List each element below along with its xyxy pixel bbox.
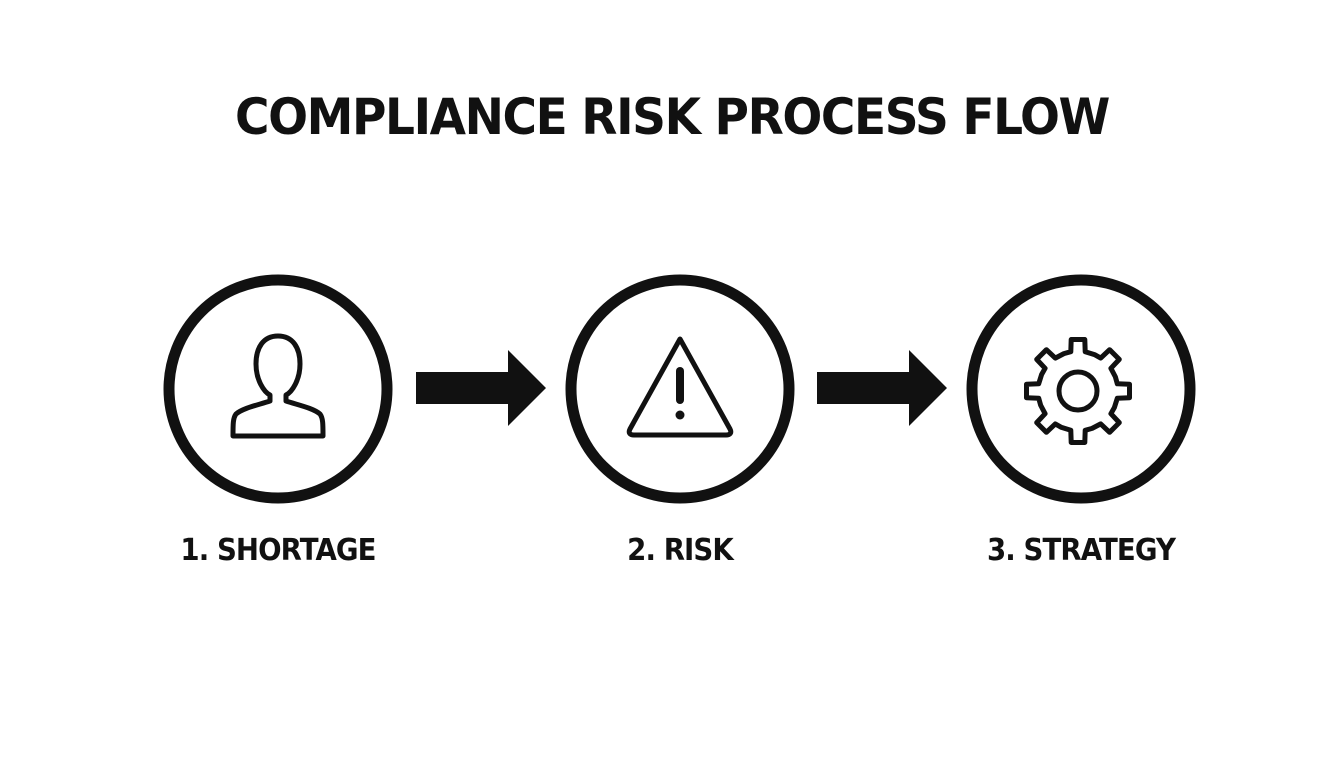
right-arrow-icon — [817, 350, 947, 426]
step-label-shortage: 1. SHORTAGE — [180, 533, 376, 568]
page-title: COMPLIANCE RISK PROCESS FLOW — [235, 88, 1110, 146]
step-shortage-node — [163, 274, 393, 504]
flow-arrow-1 — [414, 348, 548, 428]
step-shortage-circle — [163, 274, 393, 504]
gear-icon — [1024, 337, 1132, 445]
person-icon — [230, 333, 326, 439]
step-risk-node — [565, 274, 795, 504]
step-label-risk: 2. RISK — [627, 533, 734, 568]
warning-icon — [626, 336, 734, 438]
right-arrow-icon — [416, 350, 546, 426]
flow-arrow-2 — [815, 348, 949, 428]
step-label-strategy: 3. STRATEGY — [986, 533, 1176, 568]
step-risk-circle — [565, 274, 795, 504]
step-strategy-node — [966, 274, 1196, 504]
step-strategy-circle — [966, 274, 1196, 504]
